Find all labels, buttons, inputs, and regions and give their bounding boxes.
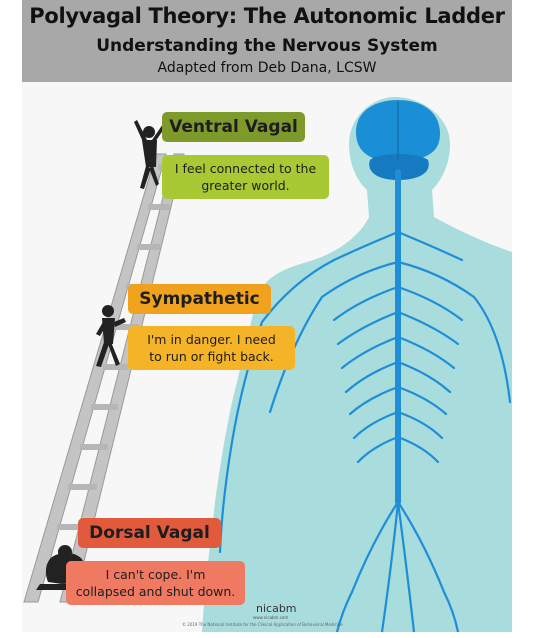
- dorsal-vagal-label: Dorsal Vagal: [78, 518, 221, 548]
- header: Polyvagal Theory: The Autonomic Ladder U…: [22, 0, 512, 82]
- ventral-vagal-description: I feel connected to the greater world.: [162, 155, 329, 199]
- ventral-desc-line-2: greater world.: [201, 178, 290, 193]
- brand-logo: nicabm: [256, 602, 297, 615]
- brand-url: www.nicabm.com: [253, 615, 289, 620]
- dorsal-desc-line-1: I can't cope. I'm: [105, 567, 206, 582]
- sympathetic-label: Sympathetic: [128, 284, 271, 314]
- celebrating-person-icon: [134, 120, 166, 189]
- illustration: [23, 97, 512, 632]
- sympathetic-desc-line-1: I'm in danger. I need: [147, 332, 276, 347]
- ventral-vagal-label: Ventral Vagal: [162, 112, 305, 142]
- nervous-system-icon: [202, 97, 512, 632]
- fighting-person-icon: [96, 305, 126, 367]
- ventral-desc-line-1: I feel connected to the: [174, 161, 317, 176]
- dorsal-vagal-description: I can't cope. I'm collapsed and shut dow…: [66, 561, 245, 605]
- credit-line: Adapted from Deb Dana, LCSW: [157, 60, 377, 76]
- sympathetic-description: I'm in danger. I need to run or fight ba…: [128, 326, 295, 370]
- sympathetic-desc-line-2: to run or fight back.: [149, 349, 274, 364]
- poster: Polyvagal Theory: The Autonomic Ladder U…: [22, 0, 512, 632]
- page-title: Polyvagal Theory: The Autonomic Ladder: [29, 4, 505, 28]
- dorsal-desc-line-2: collapsed and shut down.: [75, 584, 236, 599]
- copyright-notice: © 2019 The National Institute for the Cl…: [182, 622, 343, 627]
- page-subtitle: Understanding the Nervous System: [96, 36, 438, 56]
